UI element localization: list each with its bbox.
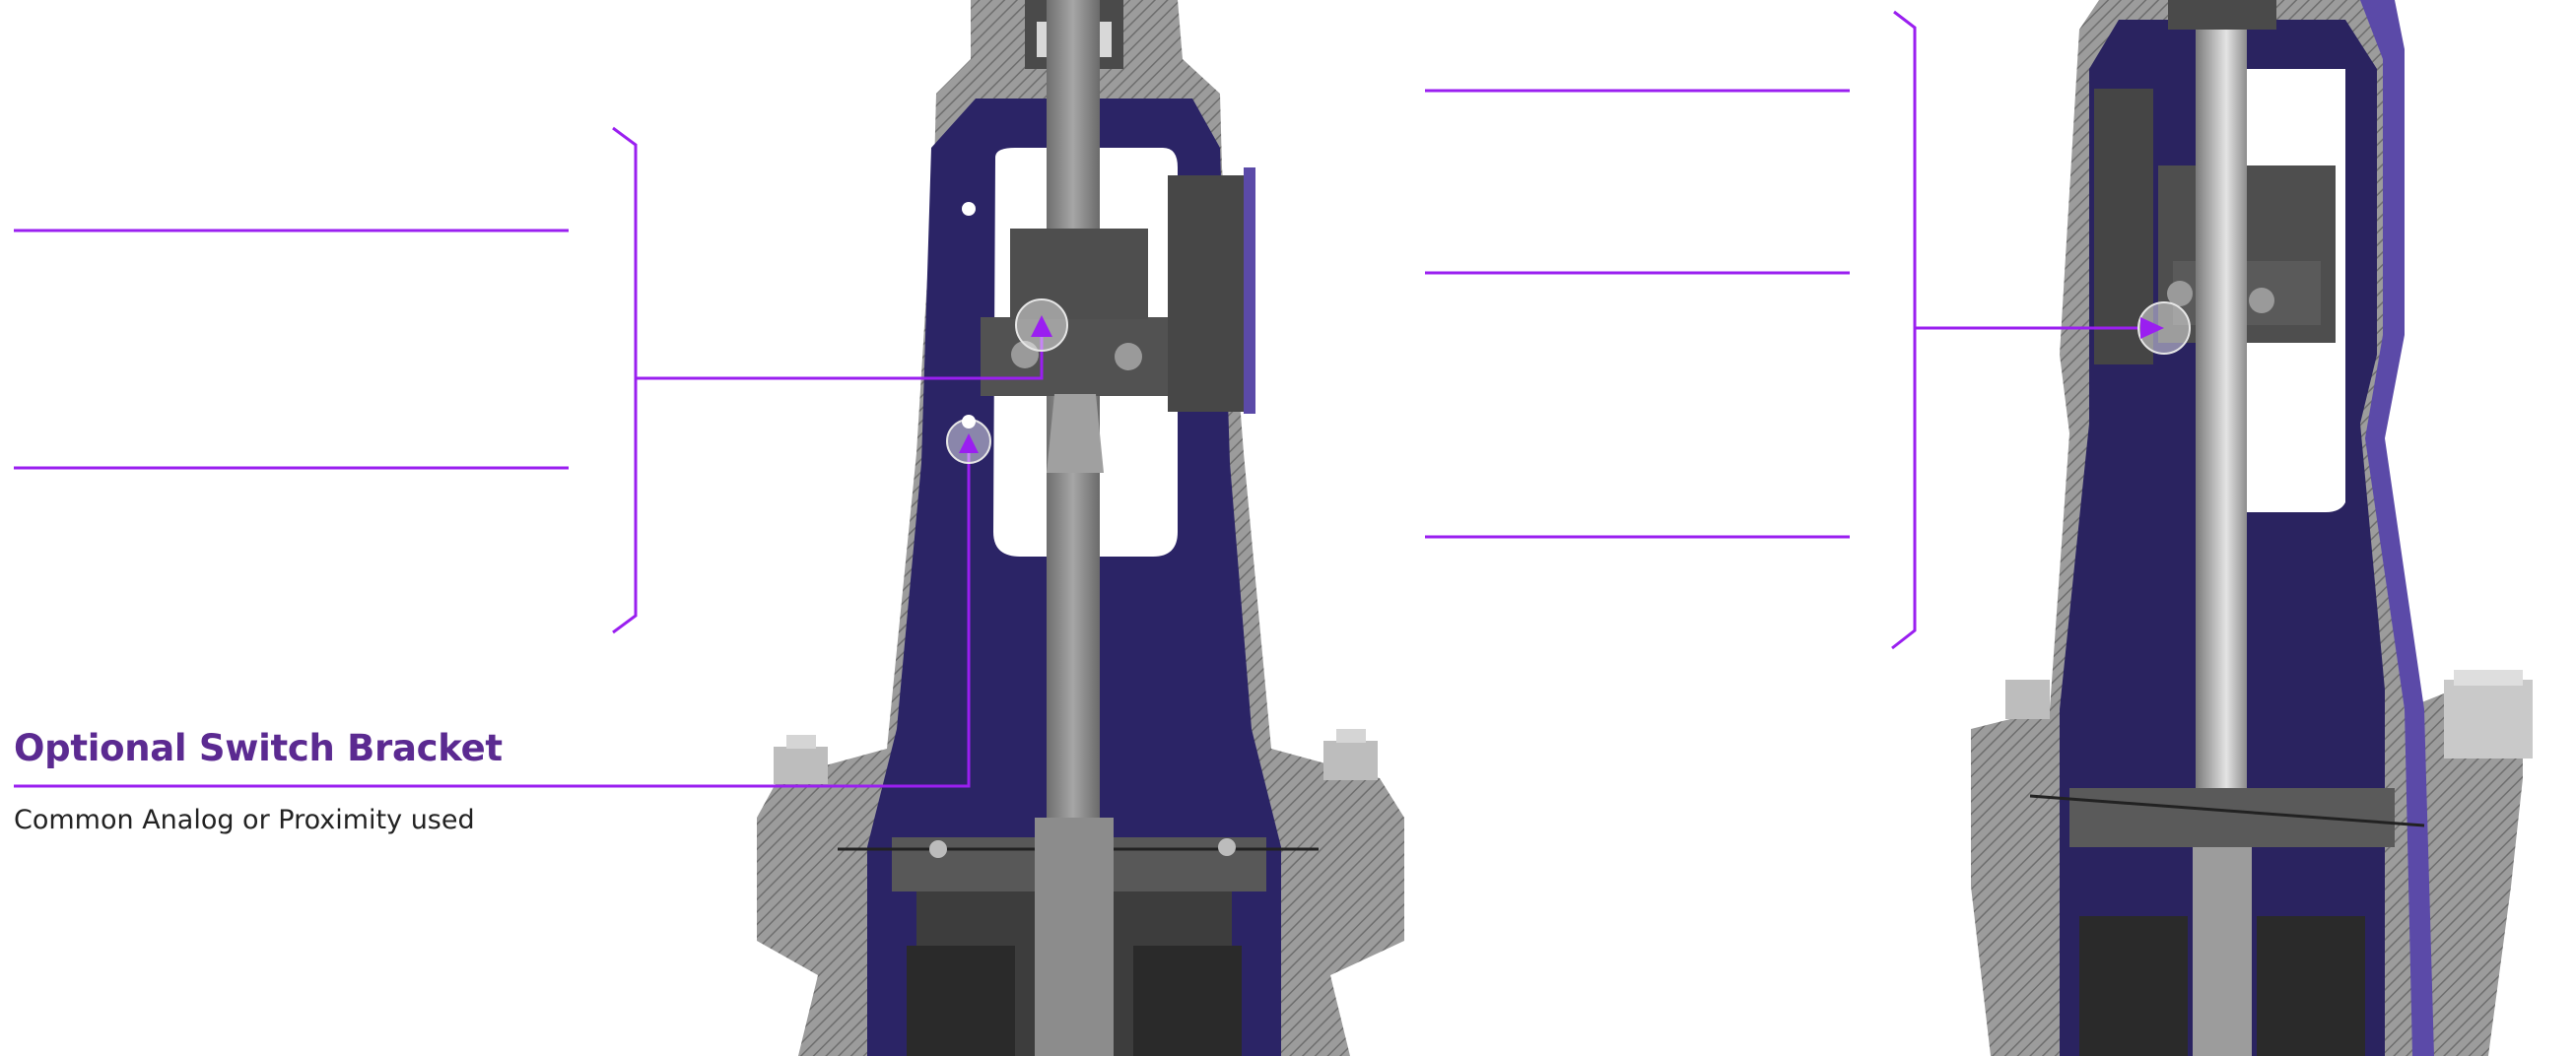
callout-lines	[14, 10, 2138, 788]
left-valve-cutaway	[757, 0, 1404, 1056]
right-bracket	[1891, 10, 1917, 650]
right-valve-cutaway	[1971, 0, 2533, 1056]
right-valve-packing	[2069, 788, 2395, 847]
right-valve-outer-shell	[2360, 0, 2434, 1056]
left-bracket	[612, 126, 638, 634]
switch-bracket-title: Optional Switch Bracket	[14, 727, 503, 769]
left-valve-nut-right	[1323, 741, 1378, 780]
switch-bracket-leader	[14, 438, 971, 788]
right-valve-switch-housing	[2094, 89, 2153, 364]
switch-bracket-subtitle: Common Analog or Proximity used	[14, 805, 475, 835]
right-valve-nut-stack	[2444, 680, 2533, 759]
target-markers	[946, 298, 2191, 464]
left-valve-nut-left	[774, 747, 828, 784]
left-valve-switch-bracket	[1168, 175, 1247, 412]
left-connector	[636, 330, 1044, 380]
